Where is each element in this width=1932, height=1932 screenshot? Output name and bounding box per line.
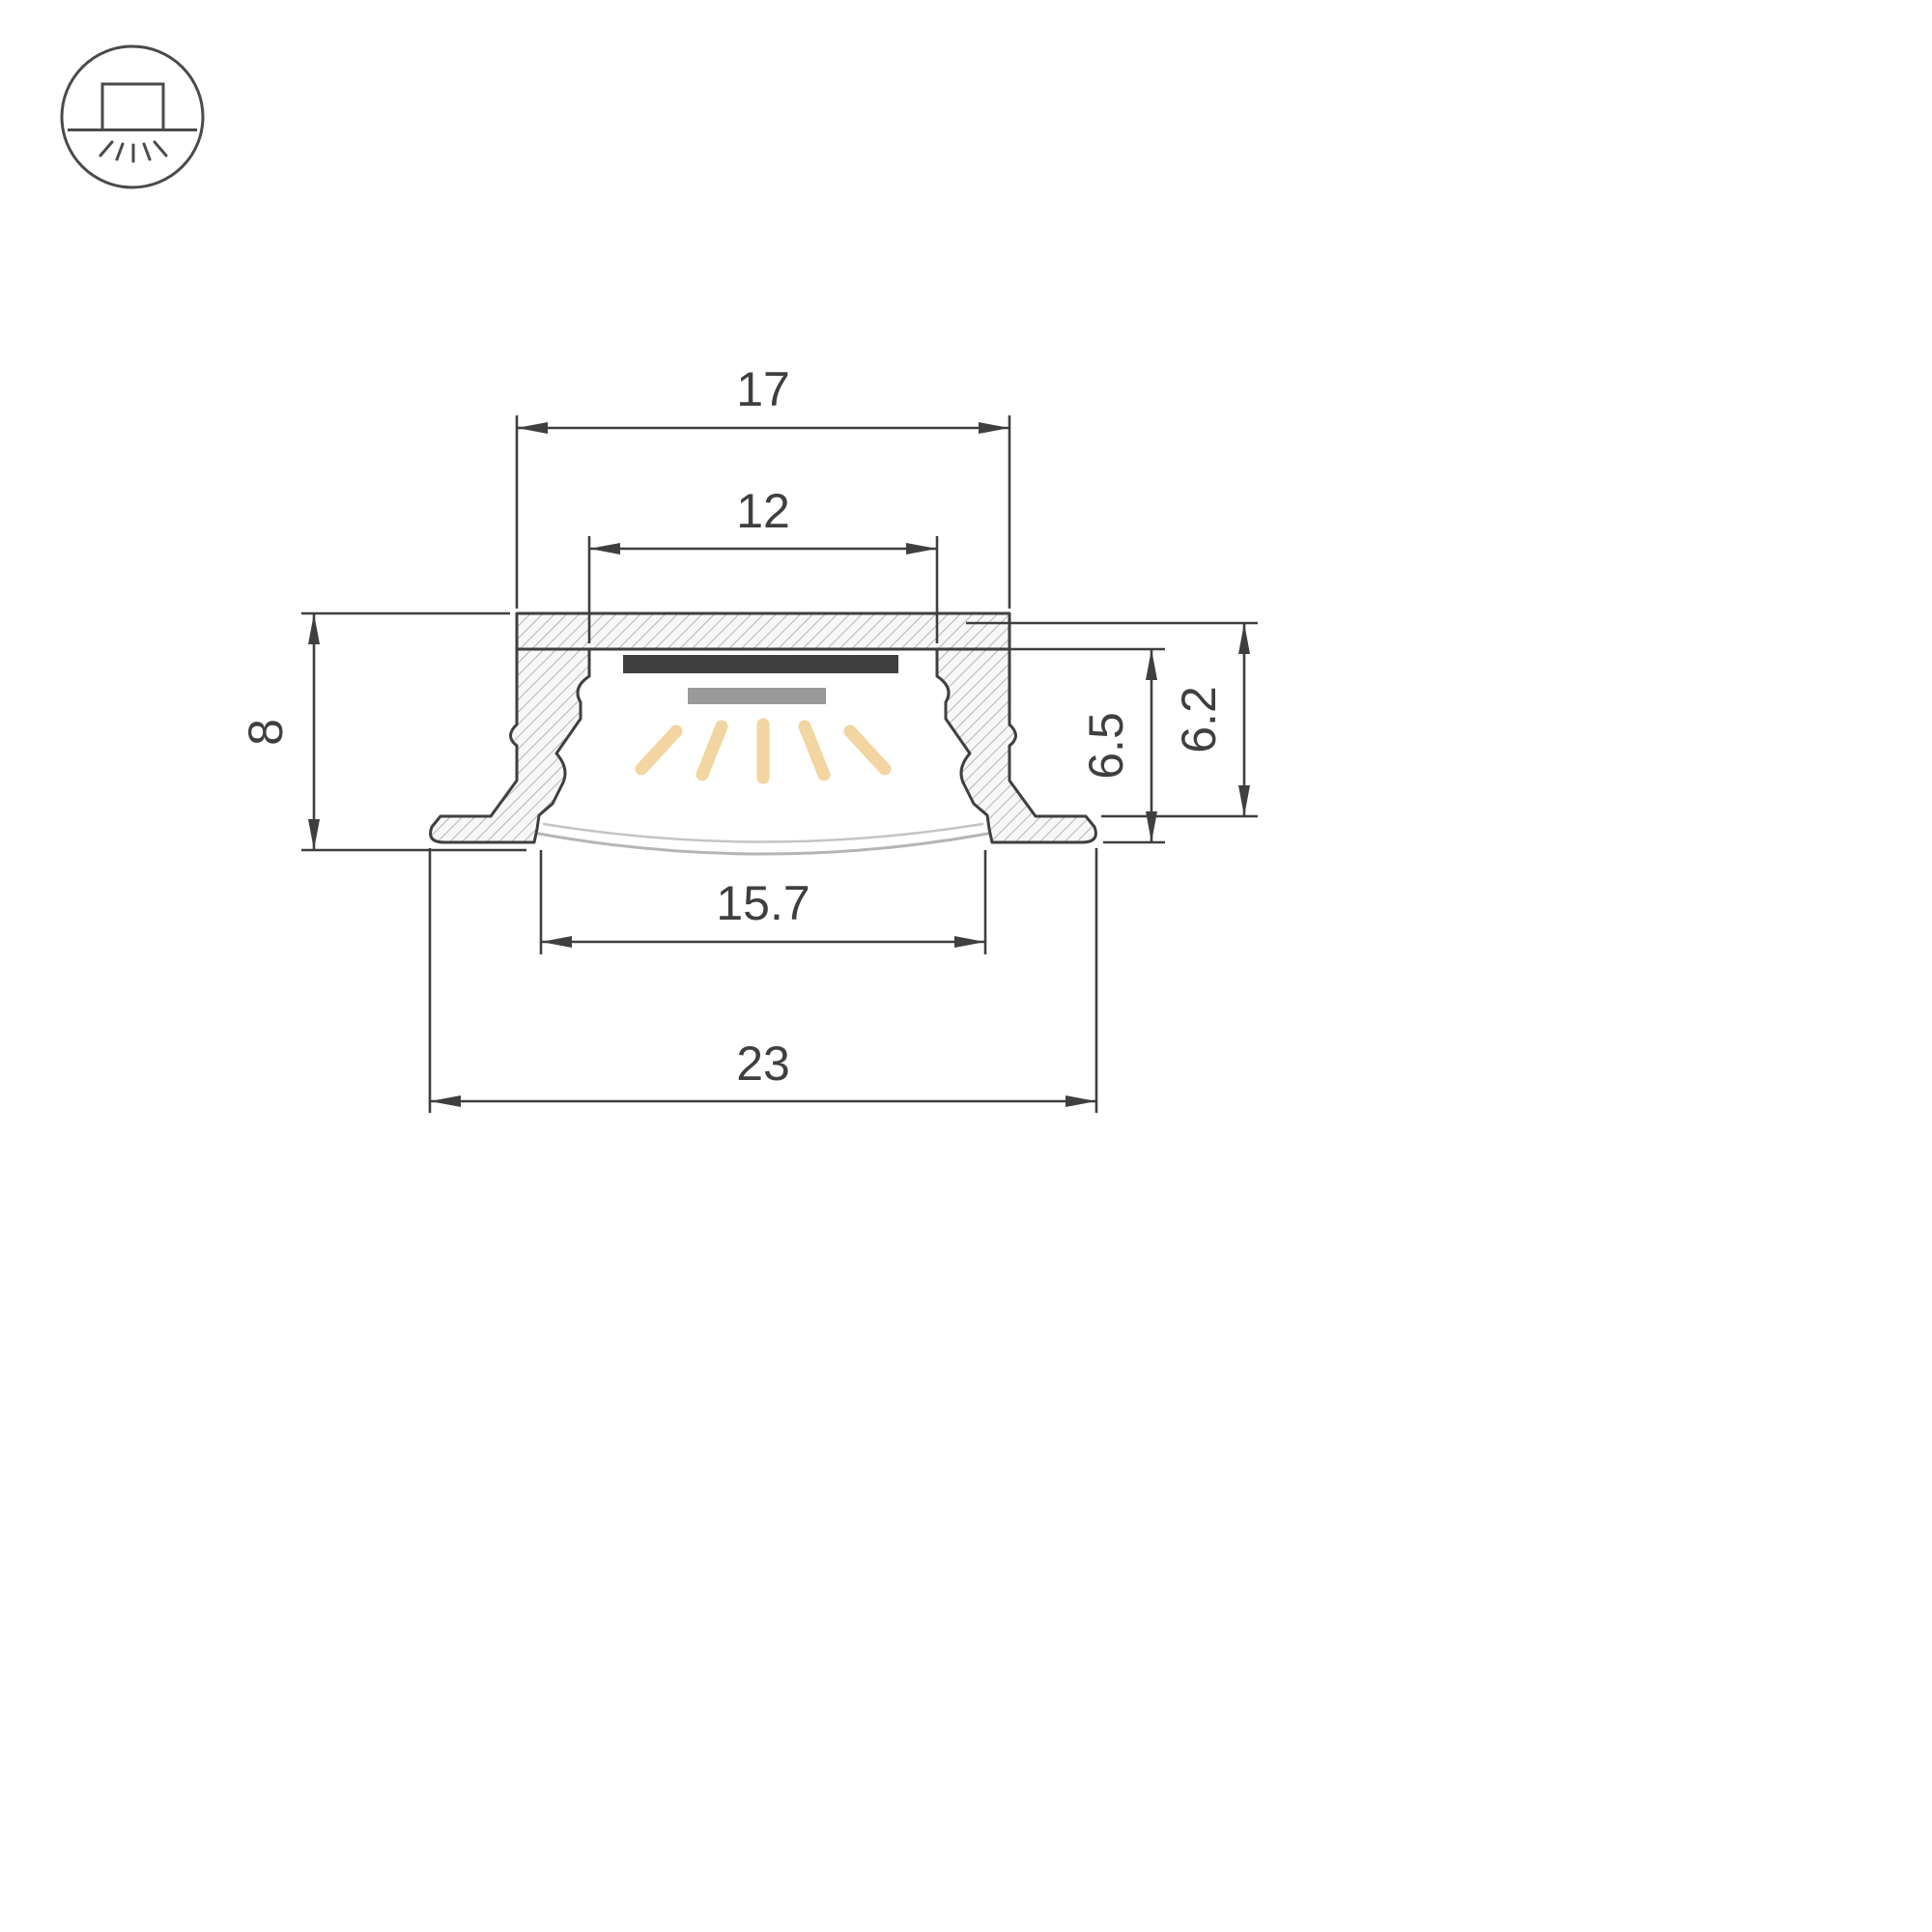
- icon-light-rays: [99, 140, 168, 163]
- dimension-inner-width: [587, 536, 939, 643]
- light-rays: [635, 718, 892, 784]
- profile-left-wall-flange: [429, 647, 591, 844]
- dimension-recess-height: [966, 621, 1258, 818]
- led-pcb-strip: [623, 655, 898, 673]
- profile-right-wall-flange: [935, 647, 1097, 844]
- dimensions: [301, 415, 1258, 1113]
- label-inner-width: 12: [736, 484, 790, 538]
- profile-cross-section: [429, 611, 1097, 856]
- label-recess-height: 6.2: [1172, 686, 1226, 753]
- profile-top-wall: [515, 611, 1011, 651]
- dimension-height: [301, 611, 526, 852]
- dimension-labels: 17 12 8 6.5 6.2 15.7 23: [239, 362, 1226, 1091]
- label-overall-width: 23: [736, 1037, 790, 1091]
- led-chip: [688, 688, 826, 704]
- dimension-overall-width: [428, 848, 1098, 1113]
- dimension-top-width: [515, 415, 1011, 609]
- icon-profile-box: [100, 82, 165, 131]
- dimension-diffuser-width: [539, 850, 987, 954]
- recessed-downlight-mount-icon: [60, 44, 205, 189]
- label-height: 8: [239, 719, 293, 746]
- dimension-inner-height: [947, 647, 1165, 844]
- diffuser-lens: [526, 822, 1000, 856]
- label-diffuser-width: 15.7: [716, 876, 810, 930]
- aluminium-body: [429, 611, 1097, 844]
- label-inner-height: 6.5: [1079, 712, 1133, 780]
- label-top-width: 17: [736, 362, 790, 416]
